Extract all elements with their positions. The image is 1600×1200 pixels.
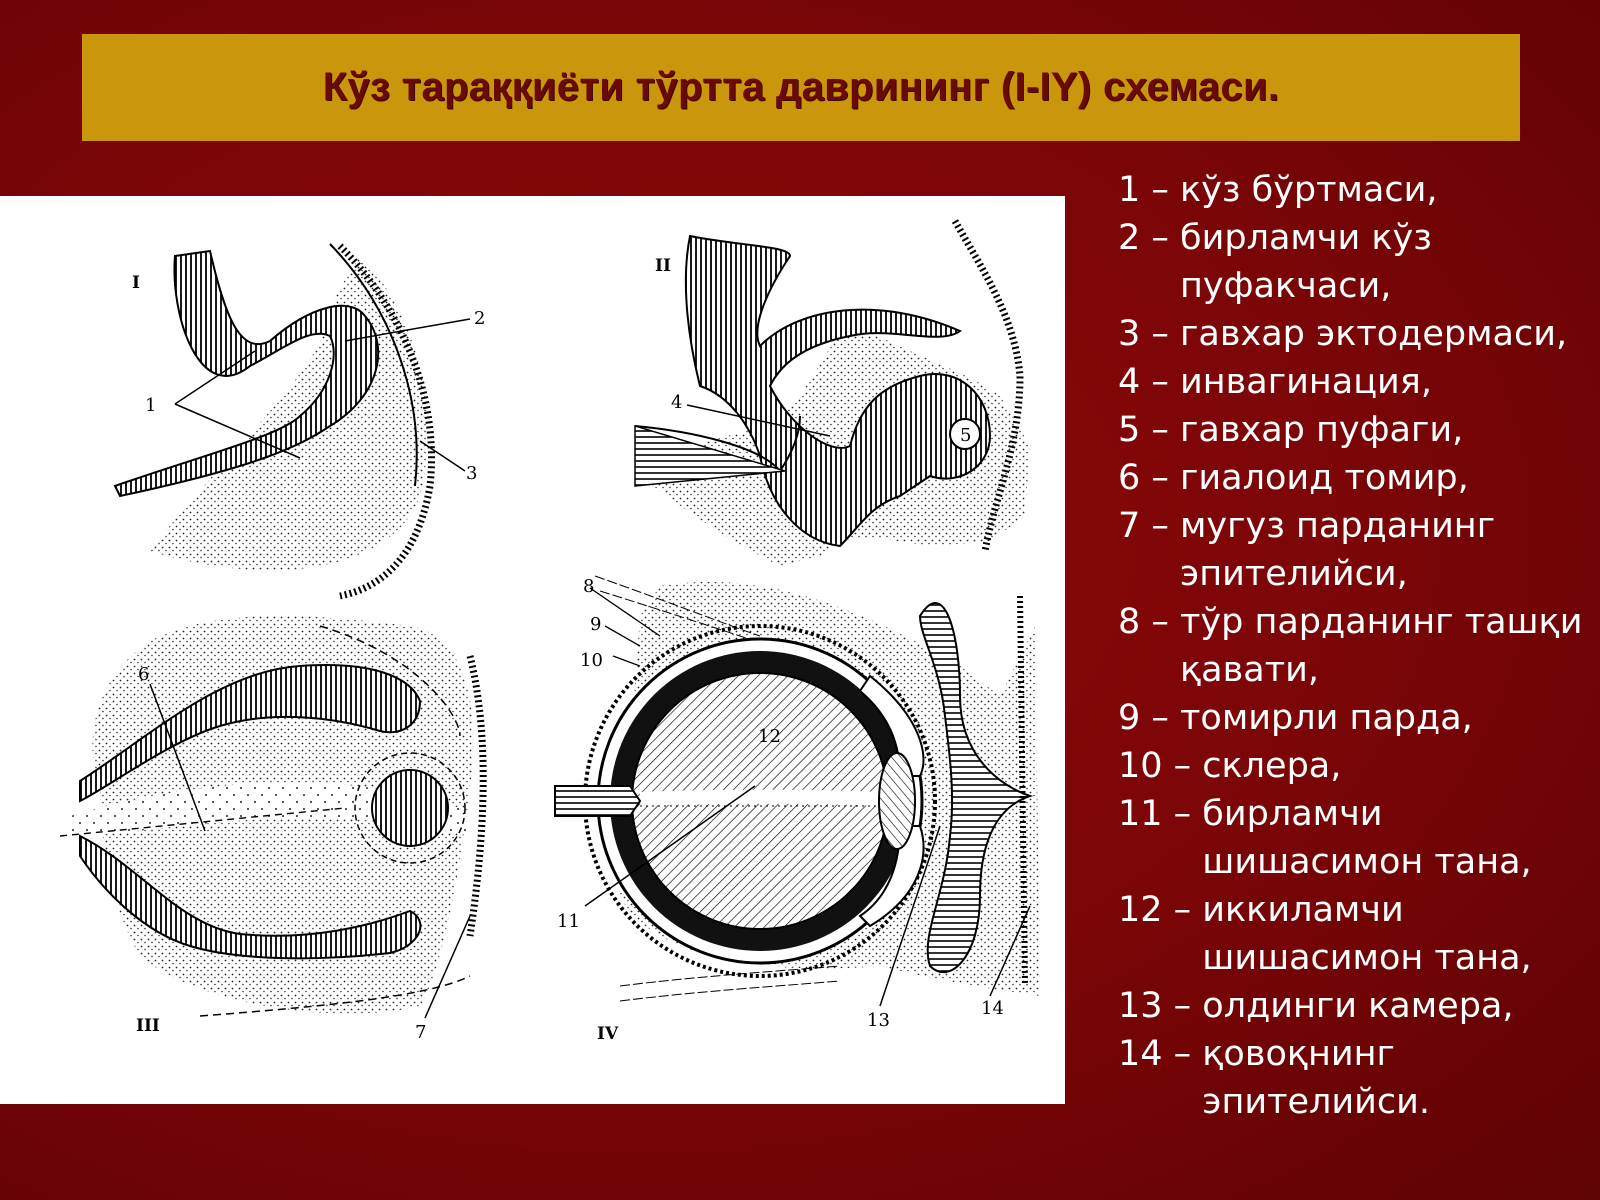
legend-item: 11 – бирламчи шишасимон тана, xyxy=(1118,790,1588,886)
legend-label: гавхар пуфаги, xyxy=(1180,410,1464,450)
label-1: 1 xyxy=(145,395,156,416)
legend-label: кўз бўртмаси, xyxy=(1180,170,1438,210)
legend-label: иккиламчи шишасимон тана, xyxy=(1202,890,1532,978)
legend-label: бирламчи кўз пуфакчаси, xyxy=(1180,218,1432,306)
legend-item: 13 – олдинги камера, xyxy=(1118,982,1588,1030)
legend-item: 14 – қовоқнинг эпителийси. xyxy=(1118,1030,1588,1126)
legend-number: 1 – xyxy=(1118,170,1181,210)
stage-i-drawing: I 1 2 3 xyxy=(113,243,485,600)
stage-label-iv: IV xyxy=(597,1024,619,1044)
slide-title: Кўз тараққиёти тўртта даврининг (I-IY) с… xyxy=(322,65,1280,109)
legend-item: 5 – гавхар пуфаги, xyxy=(1118,406,1588,454)
label-9: 9 xyxy=(590,614,601,635)
legend-number: 8 – xyxy=(1118,602,1181,642)
legend-number: 13 – xyxy=(1118,986,1203,1026)
legend-item: 9 – томирли парда, xyxy=(1118,694,1588,742)
stage-label-i: I xyxy=(132,273,140,293)
legend-item: 3 – гавхар эктодермаси, xyxy=(1118,310,1588,358)
legend-item: 4 – инвагинация, xyxy=(1118,358,1588,406)
label-3: 3 xyxy=(466,463,477,484)
legend-number: 6 – xyxy=(1118,458,1181,498)
label-6: 6 xyxy=(138,664,149,685)
legend-number: 2 – xyxy=(1118,218,1181,258)
legend-label: томирли парда, xyxy=(1180,698,1473,738)
eye-development-diagram: I 1 2 3 II 4 5 xyxy=(59,219,1040,1044)
legend-list: 1 – кўз бўртмаси, 2 – бирламчи кўз пуфак… xyxy=(1118,166,1588,1126)
legend-label: гавхар эктодермаси, xyxy=(1180,314,1568,354)
label-5: 5 xyxy=(960,425,971,446)
legend-item: 8 – тўр парданинг ташқи қавати, xyxy=(1118,598,1588,694)
stage-iv-drawing: IV 8 9 10 11 12 13 14 xyxy=(554,575,1040,1044)
legend-label: олдинги камера, xyxy=(1202,986,1514,1026)
legend-item: 10 – склера, xyxy=(1118,742,1588,790)
label-7: 7 xyxy=(415,1022,426,1043)
label-8: 8 xyxy=(583,576,594,597)
legend-item: 12 – иккиламчи шишасимон тана, xyxy=(1118,886,1588,982)
legend-number: 11 – xyxy=(1118,794,1203,834)
title-banner: Кўз тараққиёти тўртта даврининг (I-IY) с… xyxy=(82,34,1520,141)
legend-label: бирламчи шишасимон тана, xyxy=(1202,794,1532,882)
legend-label: қовоқнинг эпителийси. xyxy=(1202,1034,1431,1122)
label-11: 11 xyxy=(557,911,580,932)
stage-iii-drawing: III 6 7 xyxy=(59,616,487,1043)
legend-label: тўр парданинг ташқи қавати, xyxy=(1180,602,1583,690)
stage-ii-drawing: II 4 5 xyxy=(634,219,1030,566)
label-13: 13 xyxy=(867,1010,890,1031)
legend-label: инвагинация, xyxy=(1180,362,1432,402)
legend-number: 14 – xyxy=(1118,1034,1203,1074)
legend-item: 1 – кўз бўртмаси, xyxy=(1118,166,1588,214)
legend-number: 3 – xyxy=(1118,314,1181,354)
stage-label-ii: II xyxy=(655,256,671,276)
legend-number: 5 – xyxy=(1118,410,1181,450)
diagram-panel: I 1 2 3 II 4 5 xyxy=(0,196,1065,1104)
label-2: 2 xyxy=(474,308,485,329)
legend-item: 6 – гиалоид томир, xyxy=(1118,454,1588,502)
legend-number: 12 – xyxy=(1118,890,1203,930)
legend-number: 10 – xyxy=(1118,746,1203,786)
stage-label-iii: III xyxy=(136,1016,160,1036)
legend-item: 2 – бирламчи кўз пуфакчаси, xyxy=(1118,214,1588,310)
legend-number: 9 – xyxy=(1118,698,1181,738)
legend-number: 7 – xyxy=(1118,506,1181,546)
label-14: 14 xyxy=(981,998,1004,1019)
legend-label: склера, xyxy=(1202,746,1342,786)
label-12: 12 xyxy=(758,726,781,747)
label-4: 4 xyxy=(671,392,682,413)
legend-number: 4 – xyxy=(1118,362,1181,402)
legend-label: гиалоид томир, xyxy=(1180,458,1469,498)
legend-item: 7 – мугуз парданинг эпителийси, xyxy=(1118,502,1588,598)
label-10: 10 xyxy=(580,650,603,671)
legend-label: мугуз парданинг эпителийси, xyxy=(1180,506,1496,594)
